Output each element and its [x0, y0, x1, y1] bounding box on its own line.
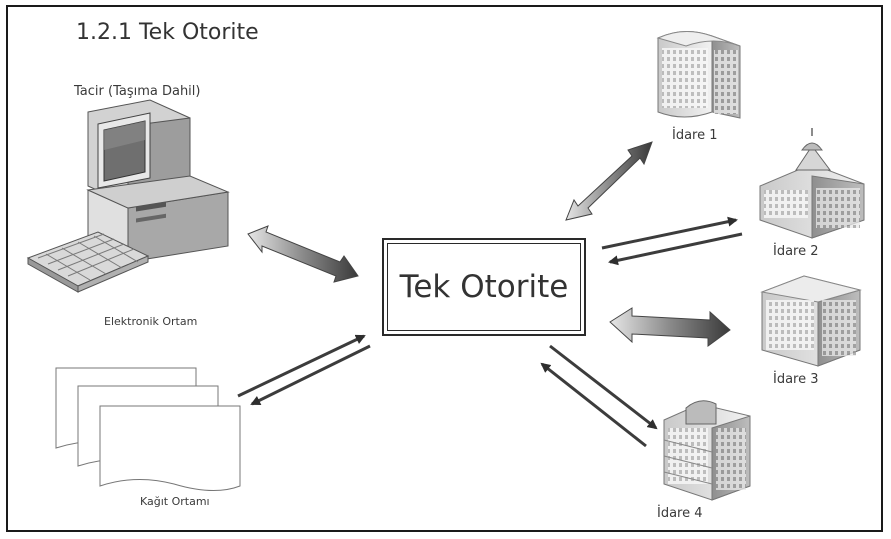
arrow-center-idare4: [540, 344, 658, 448]
center-authority-box: Tek Otorite: [382, 238, 586, 336]
domed-building-icon: [759, 128, 865, 239]
office-tower-icon: [656, 31, 741, 119]
computer-icon: [26, 99, 230, 293]
idare-1-label: İdare 1: [672, 128, 718, 143]
office-block-icon: [760, 275, 862, 367]
arrow-center-idare2: [601, 216, 743, 266]
idare-4-label: İdare 4: [657, 506, 703, 521]
paper-stack-icon: [55, 367, 241, 492]
paper-medium-label: Kağıt Ortamı: [140, 495, 210, 508]
diagram-title: 1.2.1 Tek Otorite: [76, 20, 259, 45]
idare-3-label: İdare 3: [773, 372, 819, 387]
arrow-center-idare1: [565, 141, 653, 221]
trader-label: Tacir (Taşıma Dahil): [74, 84, 201, 99]
arrow-center-idare3: [609, 307, 731, 347]
modern-building-icon: [663, 400, 751, 501]
center-authority-label: Tek Otorite: [399, 269, 569, 305]
arrow-computer-center: [247, 225, 359, 283]
idare-2-label: İdare 2: [773, 244, 819, 259]
electronic-medium-label: Elektronik Ortam: [104, 315, 198, 328]
arrow-paper-center: [237, 334, 371, 406]
